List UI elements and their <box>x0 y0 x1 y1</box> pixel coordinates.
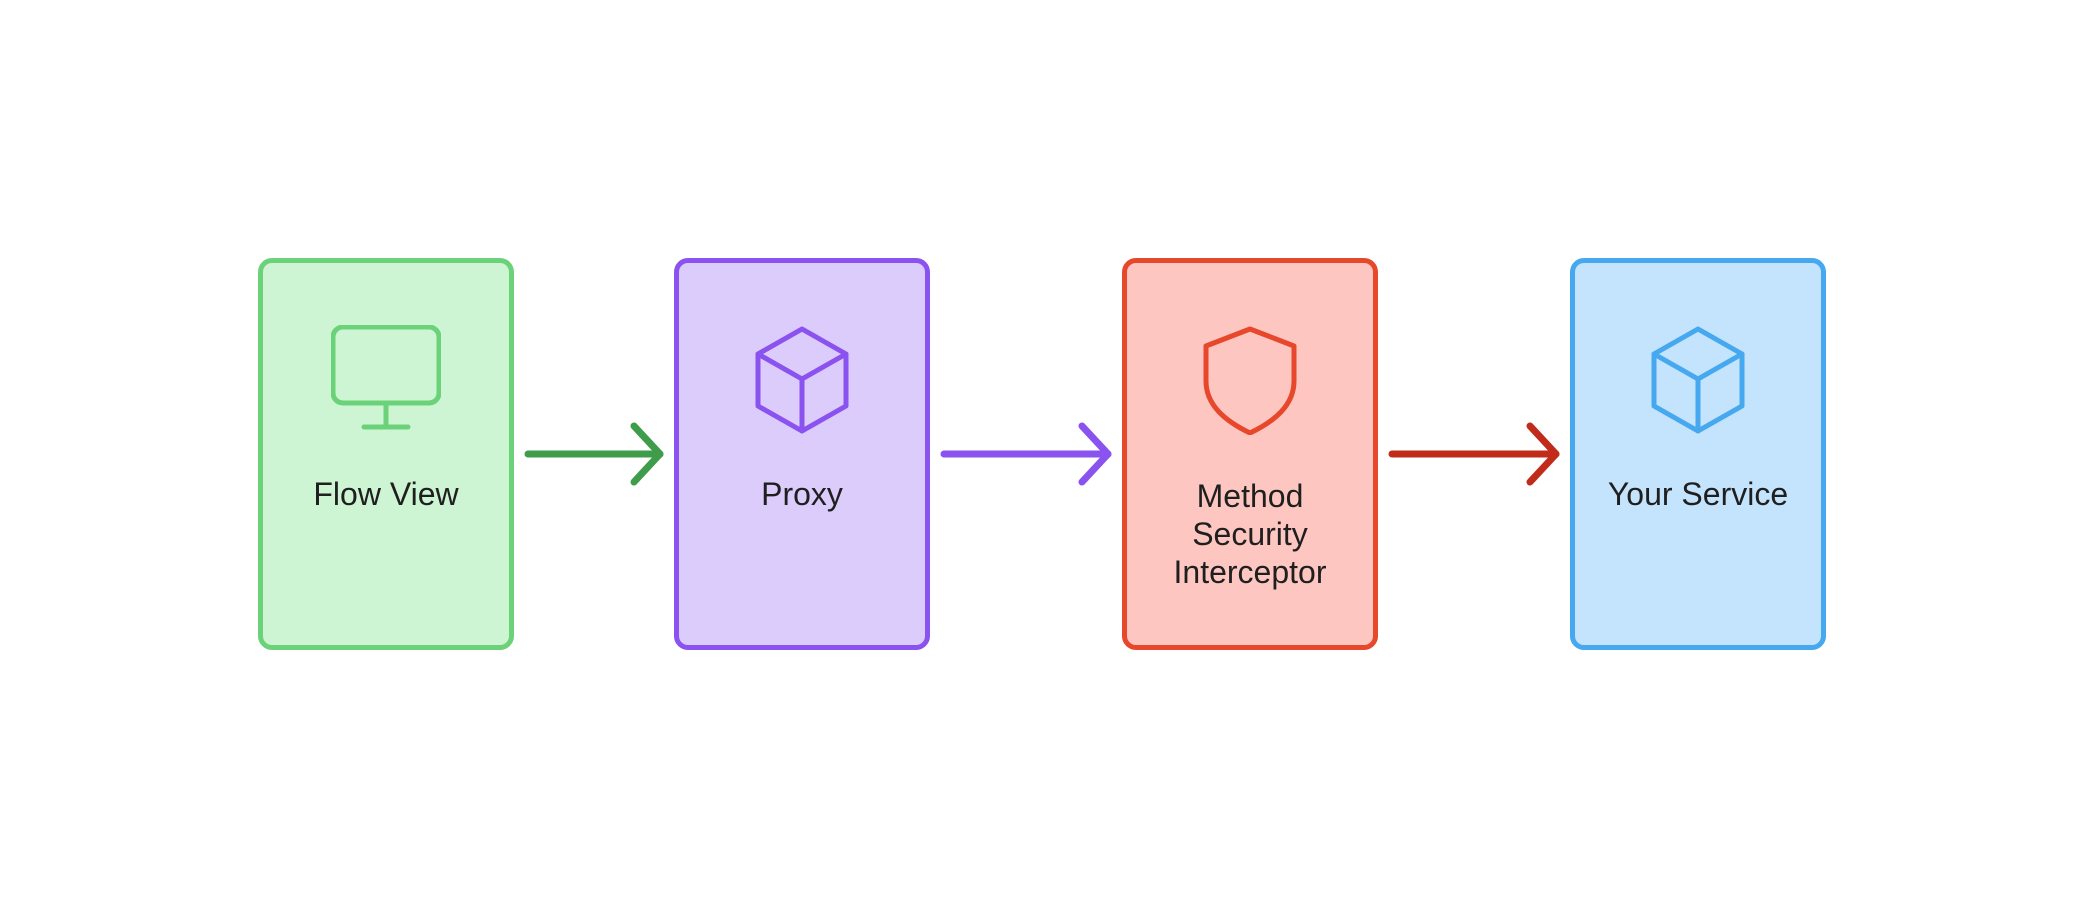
cube-icon <box>1643 325 1753 435</box>
method-security-interceptor-label: Method Security Interceptor <box>1173 478 1327 590</box>
arrow-proxy-to-method-security-interceptor <box>940 418 1112 490</box>
method-security-interceptor-node: Method Security Interceptor <box>1122 258 1378 650</box>
proxy-node: Proxy <box>674 258 930 650</box>
flow-view-node: Flow View <box>258 258 514 650</box>
your-service-node: Your Service <box>1570 258 1826 650</box>
proxy-label: Proxy <box>761 476 843 512</box>
flow-view-label: Flow View <box>313 476 459 512</box>
arrow-method-security-interceptor-to-your-service <box>1388 418 1560 490</box>
arrow-flow-view-to-proxy <box>524 418 664 490</box>
your-service-label: Your Service <box>1607 476 1789 512</box>
monitor-icon <box>331 325 441 435</box>
cube-icon <box>747 325 857 435</box>
shield-icon <box>1195 325 1305 435</box>
